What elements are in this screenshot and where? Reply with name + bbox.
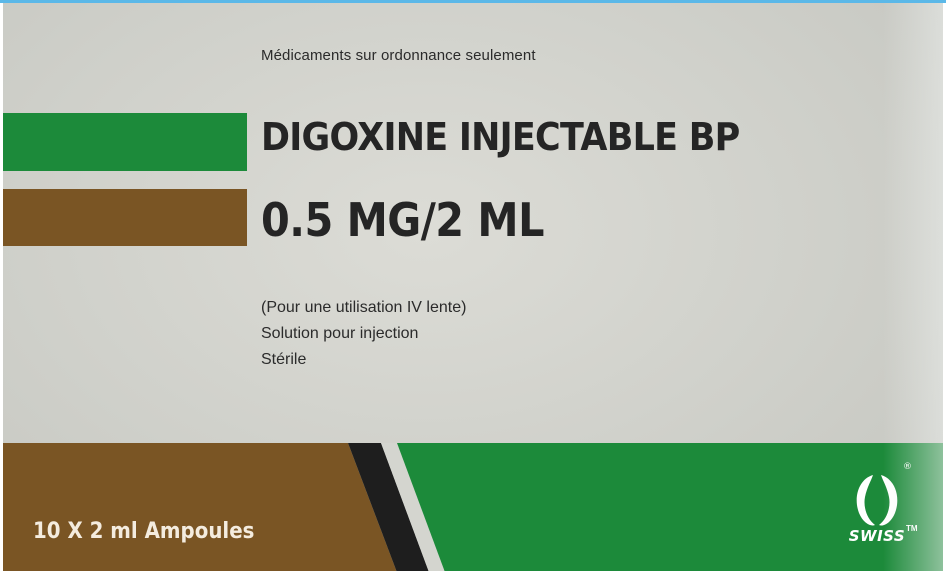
product-strength: 0.5 MG/2 ML bbox=[261, 193, 544, 247]
green-band bbox=[397, 443, 943, 571]
pack-size: 10 X 2 ml Ampoules bbox=[33, 519, 255, 544]
prescription-notice: Médicaments sur ordonnance seulement bbox=[261, 47, 536, 64]
trademark-mark: TM bbox=[906, 524, 918, 533]
product-name: DIGOXINE INJECTABLE BP bbox=[261, 115, 740, 159]
brand-name: SWISS bbox=[848, 527, 906, 545]
green-stripe bbox=[3, 113, 247, 171]
info-line-form: Solution pour injection bbox=[261, 325, 419, 342]
white-diagonal bbox=[381, 443, 445, 571]
medicine-box: Médicaments sur ordonnance seulement DIG… bbox=[3, 3, 943, 571]
brown-stripe bbox=[3, 189, 247, 246]
info-line-administration: (Pour une utilisation IV lente) bbox=[261, 299, 467, 316]
brown-band bbox=[3, 443, 397, 571]
registered-mark: ® bbox=[903, 462, 912, 472]
info-line-sterile: Stérile bbox=[261, 351, 307, 368]
swiss-logo-icon: ® bbox=[856, 462, 912, 526]
bottom-band bbox=[3, 443, 943, 571]
bottom-band-graphic bbox=[3, 443, 943, 571]
black-diagonal bbox=[348, 443, 429, 571]
product-info: (Pour une utilisation IV lente) Solution… bbox=[261, 295, 466, 373]
